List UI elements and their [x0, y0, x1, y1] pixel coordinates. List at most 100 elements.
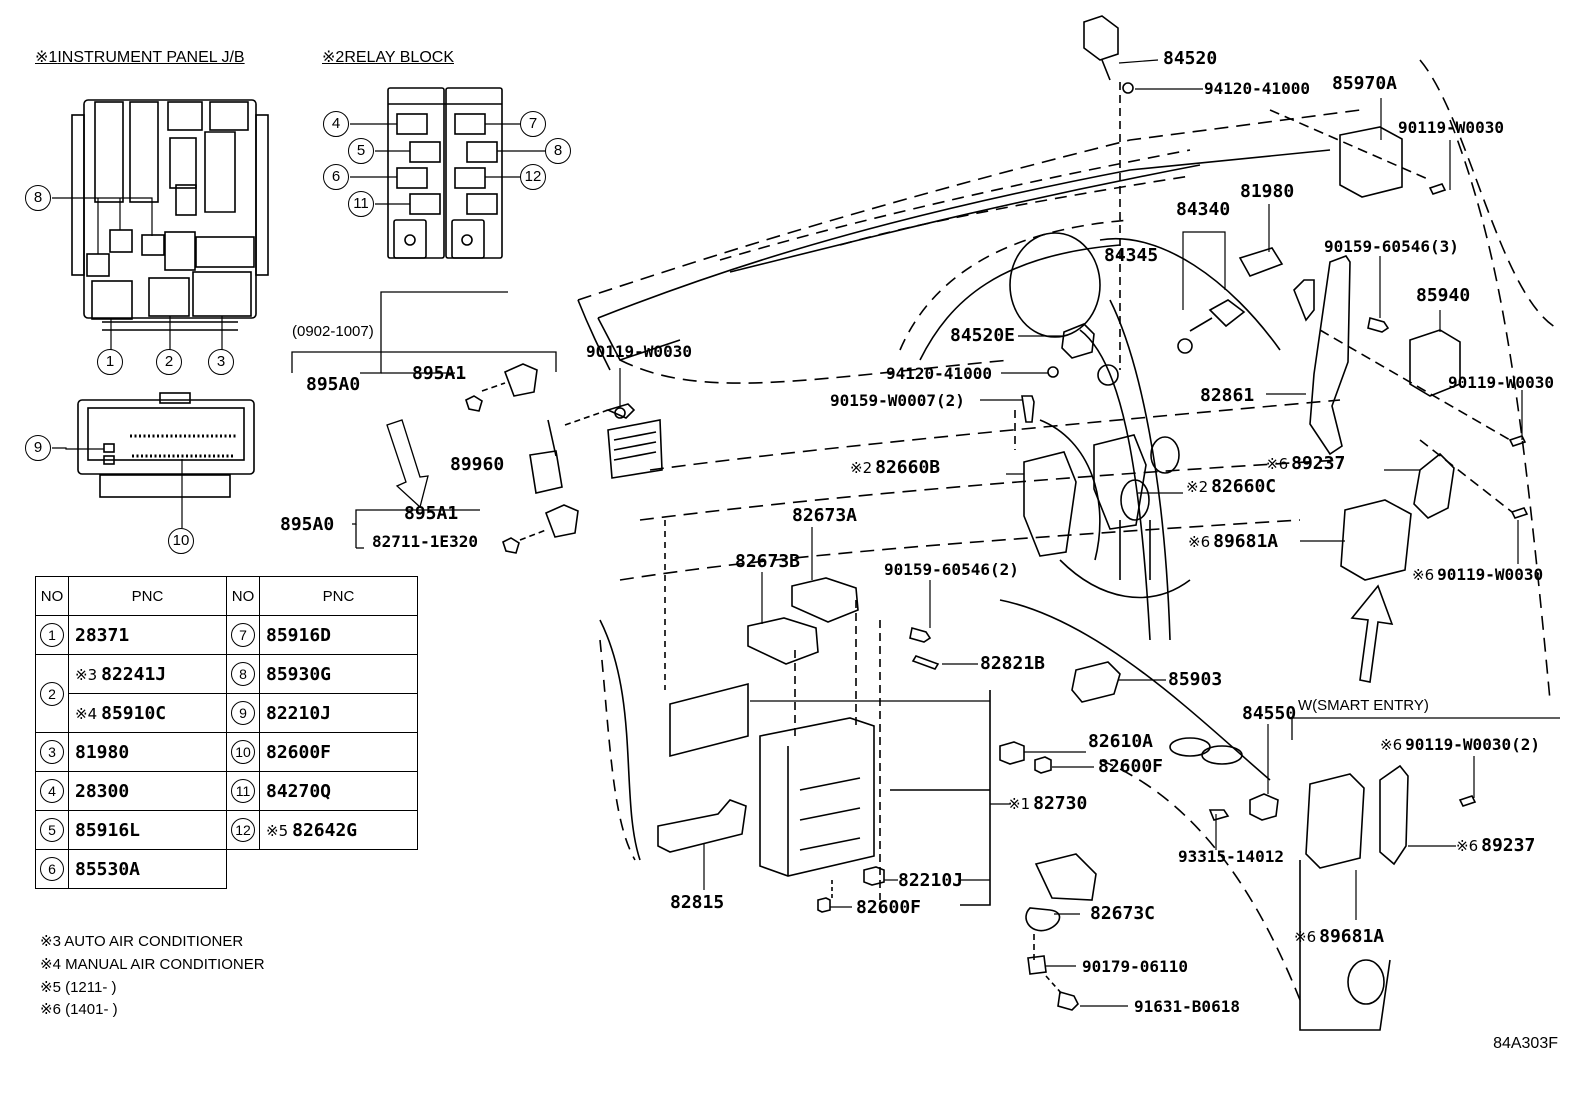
row-no: 2: [40, 681, 64, 706]
callout-5: 5: [348, 138, 374, 164]
note-5: ※5 (1211- ): [40, 979, 117, 996]
table-row: 6 85530A: [35, 849, 418, 889]
combination-meter-illustration: [52, 392, 255, 528]
part-label[interactable]: 84550: [1242, 703, 1297, 724]
callout-7: 7: [520, 111, 546, 137]
part-label[interactable]: 84520E: [950, 325, 1016, 346]
table-row: 4 28300 11 84270Q: [35, 771, 418, 811]
relay-block-illustration: [350, 87, 546, 259]
part-label[interactable]: 82711-1E320: [372, 532, 478, 551]
header-no: NO: [35, 576, 69, 616]
part-label[interactable]: 895A1: [412, 363, 467, 384]
table-row: 1 28371 7 85916D: [35, 615, 418, 655]
part-label[interactable]: 81980: [1240, 181, 1295, 202]
part-label[interactable]: 85903: [1168, 669, 1223, 690]
row-no: 3: [40, 740, 64, 764]
callout-4: 4: [323, 111, 349, 137]
component-shapes: [614, 15, 1560, 1011]
row-no: 6: [40, 857, 64, 881]
connector-shapes: [465, 363, 636, 554]
row-no: 11: [231, 779, 255, 803]
part-label[interactable]: 82600F: [1098, 756, 1164, 777]
part-label[interactable]: 90119-W0030: [586, 342, 692, 361]
note-6: ※6 (1401- ): [40, 1001, 118, 1018]
part-label[interactable]: 82600F: [856, 897, 922, 918]
illustration-code: 84A303F: [1493, 1035, 1558, 1052]
air-vent: [607, 419, 663, 479]
row-pnc: 85916L: [68, 810, 227, 850]
row-pnc: 28300: [68, 771, 227, 811]
row-pnc: 81980: [68, 732, 227, 772]
jb-callout-leaders: [52, 197, 223, 350]
callout-12: 12: [520, 164, 546, 190]
part-label[interactable]: 90159-W0007(2): [830, 391, 965, 410]
header-no-2: NO: [226, 576, 260, 616]
part-label[interactable]: 90179-06110: [1082, 957, 1188, 976]
part-label[interactable]: 84520: [1163, 48, 1218, 69]
section-title-relay-block: ※2RELAY BLOCK: [322, 49, 454, 66]
part-label[interactable]: 82821B: [980, 653, 1046, 674]
instrument-panel-jb-illustration: [71, 99, 269, 331]
part-label[interactable]: 90119-W0030: [1448, 373, 1554, 392]
row-no: 5: [40, 818, 64, 842]
part-label[interactable]: 89960: [450, 454, 505, 475]
part-label[interactable]: 82861: [1200, 385, 1255, 406]
part-label[interactable]: 82610A: [1088, 731, 1154, 752]
row-pnc: 85930G: [259, 654, 418, 694]
note-4: ※4 MANUAL AIR CONDITIONER: [40, 956, 265, 973]
part-label[interactable]: 85970A: [1332, 73, 1398, 94]
callout-2: 2: [156, 349, 182, 375]
part-label[interactable]: 90159-60546(2): [884, 560, 1019, 579]
part-label[interactable]: 82210J: [898, 870, 964, 891]
part-label[interactable]: 94120-41000: [1204, 79, 1310, 98]
table-row: 3 81980 10 82600F: [35, 732, 418, 772]
callout-8-relay: 8: [545, 138, 571, 164]
header-pnc: PNC: [68, 576, 227, 616]
row-no: 4: [40, 779, 64, 803]
row-pnc: 82600F: [259, 732, 418, 772]
part-label[interactable]: 84340: [1176, 199, 1231, 220]
header-pnc-2: PNC: [259, 576, 418, 616]
part-label[interactable]: 895A0: [280, 514, 335, 535]
part-label[interactable]: 82673B: [735, 551, 801, 572]
row-pnc: 82210J: [259, 693, 418, 733]
part-label[interactable]: 90119-W0030: [1398, 118, 1504, 137]
part-label[interactable]: 91631-B0618: [1134, 997, 1240, 1016]
table-header-row: NO PNC NO PNC: [35, 576, 418, 616]
date-range-label: (0902-1007): [292, 323, 374, 340]
part-label[interactable]: 82815: [670, 892, 725, 913]
row-pnc: 84270Q: [259, 771, 418, 811]
part-label[interactable]: 895A1: [404, 503, 459, 524]
part-label[interactable]: 82673C: [1090, 903, 1156, 924]
part-label[interactable]: 94120-41000: [886, 364, 992, 383]
callout-3: 3: [208, 349, 234, 375]
row-no: 8: [231, 662, 255, 686]
part-label[interactable]: 85940: [1416, 285, 1471, 306]
row-pnc: 85916D: [259, 615, 418, 655]
part-label[interactable]: 895A0: [306, 374, 361, 395]
row-no: 7: [231, 623, 255, 647]
callout-9: 9: [25, 435, 51, 461]
part-label[interactable]: 90159-60546(3): [1324, 237, 1459, 256]
part-label[interactable]: 93315-14012: [1178, 847, 1284, 866]
dashboard-outline: [577, 59, 1561, 1031]
row-no: 10: [231, 740, 255, 764]
part-label[interactable]: 84345: [1104, 245, 1159, 266]
part-label[interactable]: 82673A: [792, 505, 858, 526]
section-title-instrument-panel-jb: ※1INSTRUMENT PANEL J/B: [35, 49, 245, 66]
row-pnc: 28371: [68, 615, 227, 655]
row-no: 9: [231, 701, 255, 725]
